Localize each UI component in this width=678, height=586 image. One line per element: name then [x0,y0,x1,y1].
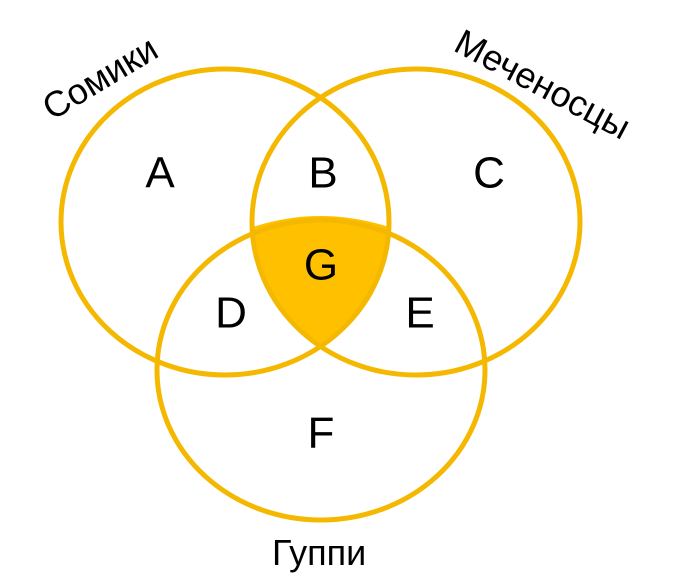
region-label-g: G [304,241,338,290]
set-label-guppies: Гуппи [272,532,366,573]
region-label-a: A [145,149,175,198]
region-label-b: B [308,149,337,198]
region-label-c: C [473,149,505,198]
circle-guppies [154,217,488,523]
region-label-e: E [405,289,434,338]
set-label-catfish: Сомики [35,27,165,127]
circle-swordtails [249,66,583,378]
region-label-f: F [308,409,335,458]
region-label-d: D [215,289,247,338]
circle-catfish [58,66,392,378]
